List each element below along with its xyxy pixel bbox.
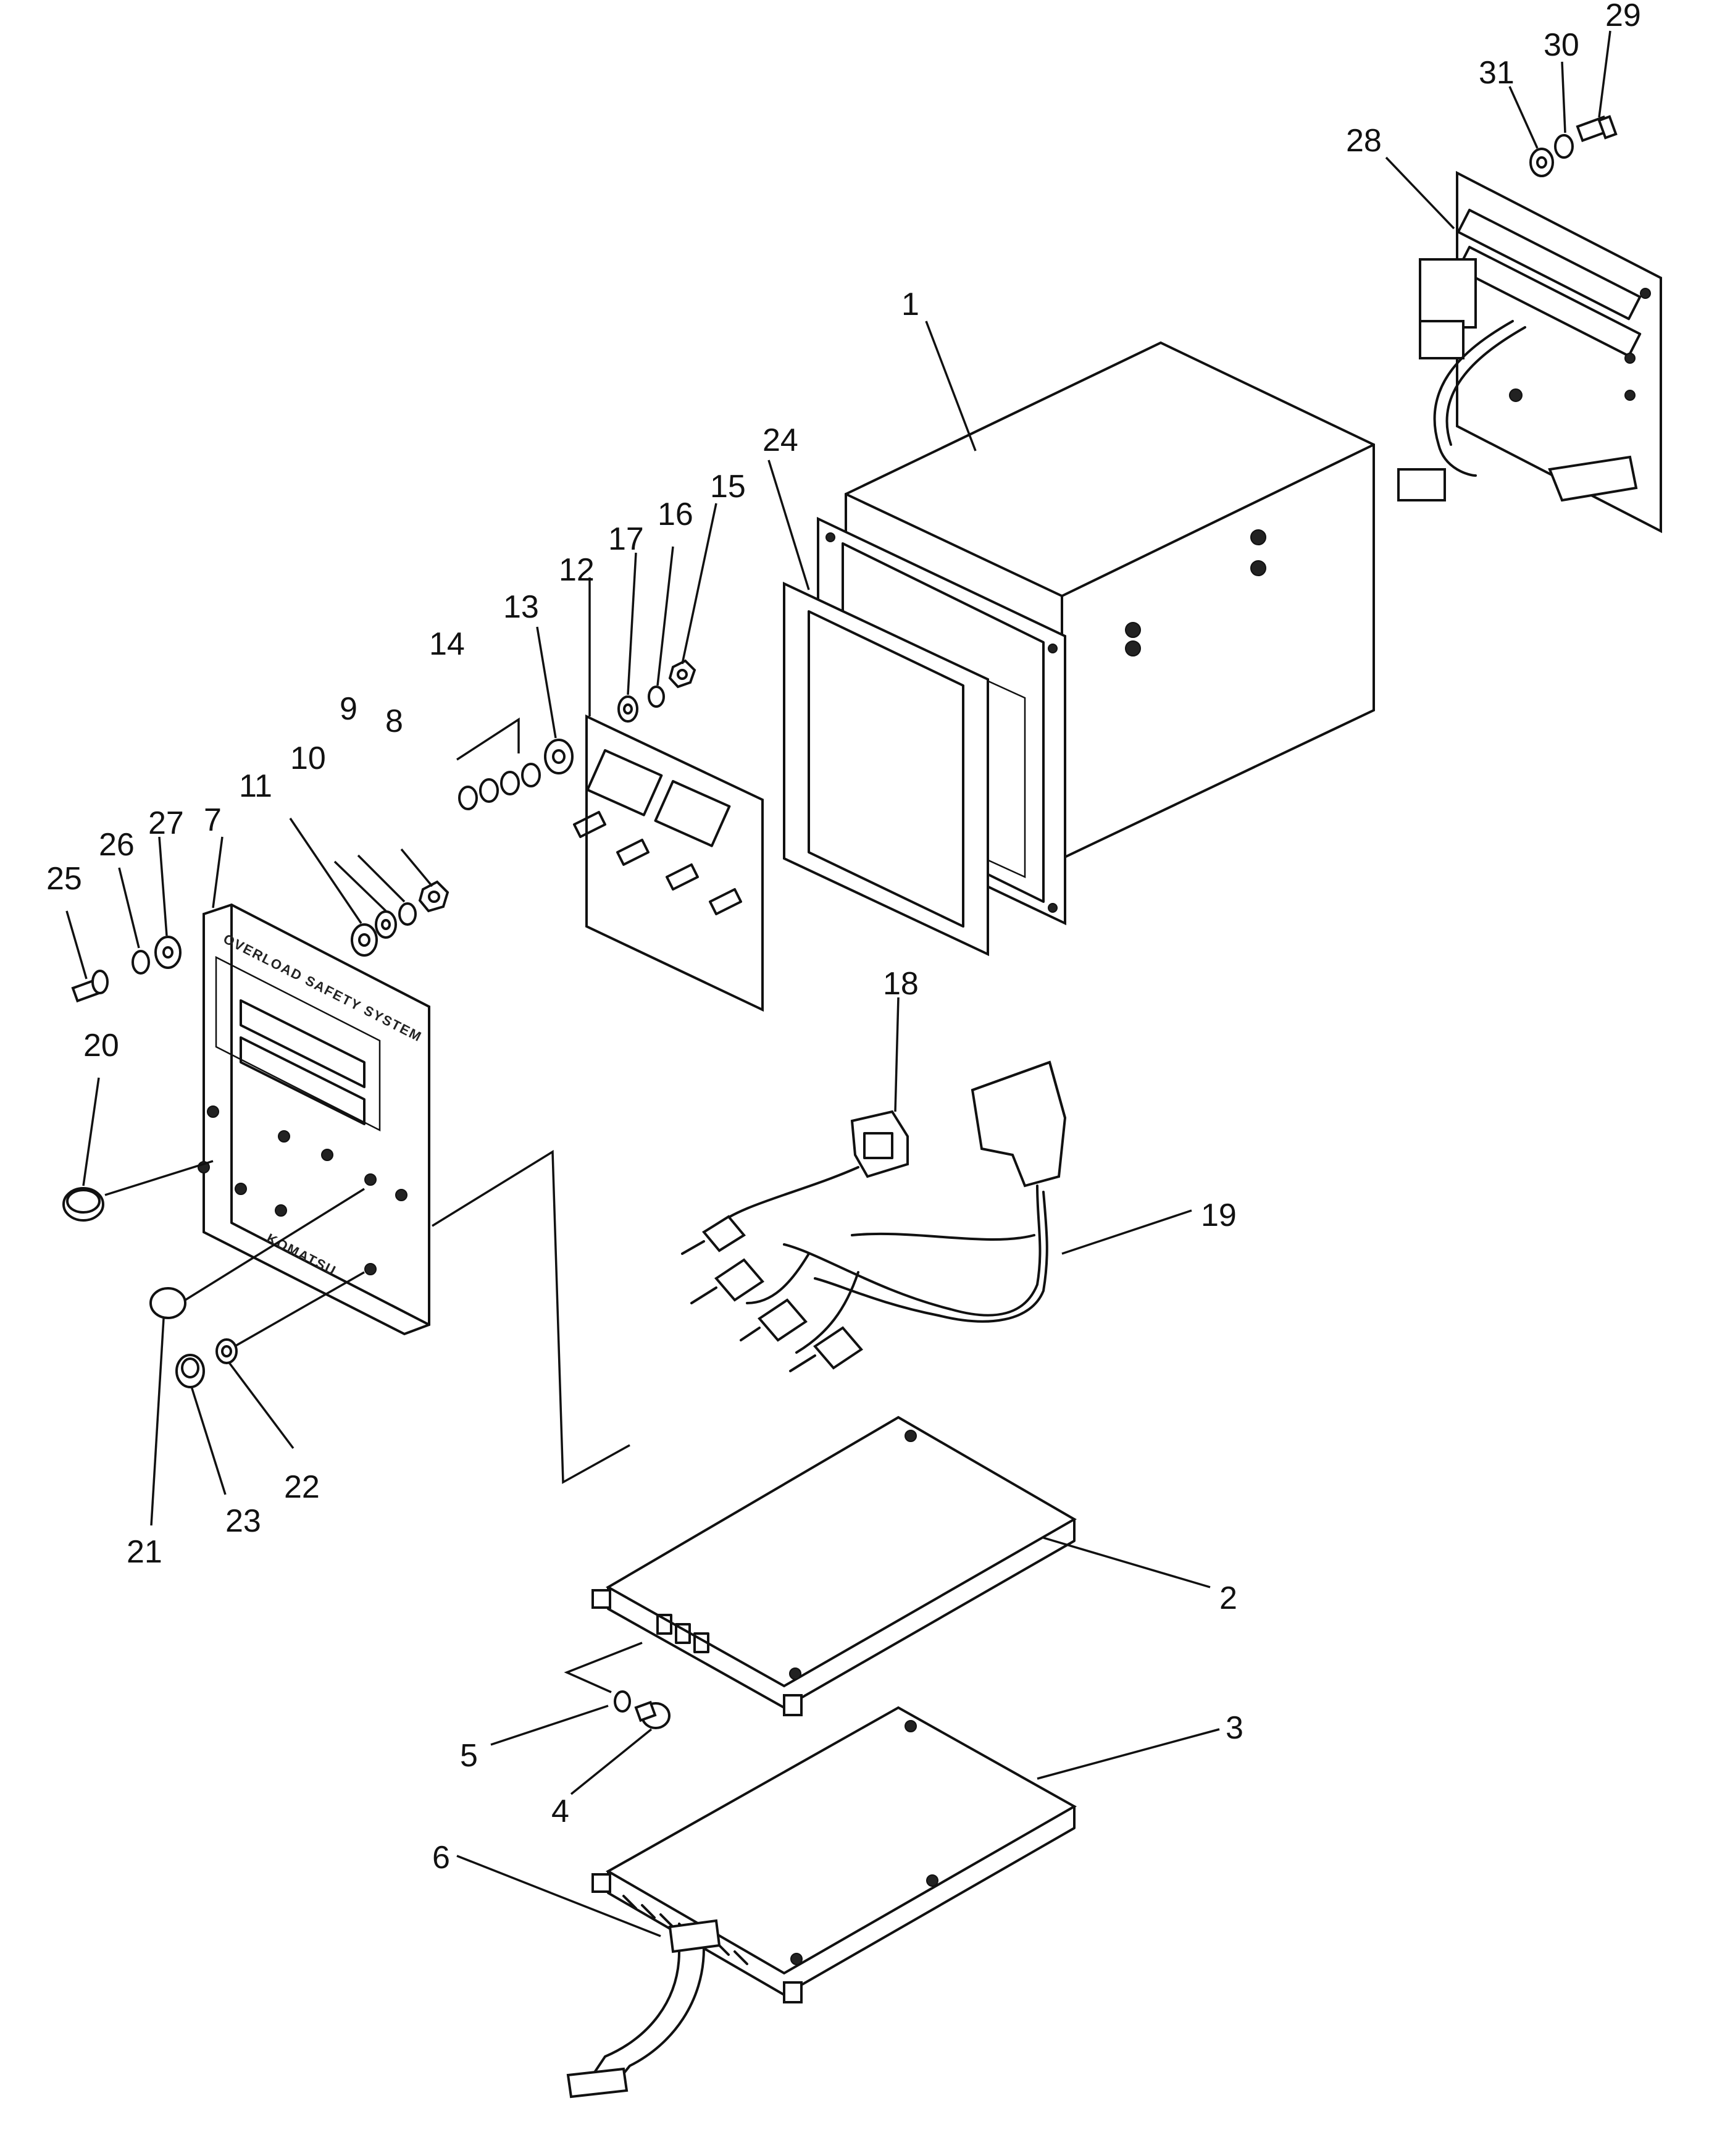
callout-4: 4 <box>551 1793 569 1829</box>
callout-5: 5 <box>460 1738 478 1774</box>
part-23-knob <box>175 1354 205 1388</box>
callout-14: 14 <box>429 626 465 662</box>
callout-7: 7 <box>204 802 222 838</box>
part-3-circuit-board <box>591 1706 1077 2003</box>
part-6-ribbon-cable <box>566 1919 721 2099</box>
callout-2: 2 <box>1219 1580 1237 1616</box>
part-4-5-bracket-line <box>564 1642 643 1693</box>
callout-16: 16 <box>658 497 693 532</box>
part-5-spring-washer <box>614 1690 631 1713</box>
part-21-cap <box>149 1287 186 1319</box>
callout-29: 29 <box>1605 0 1641 33</box>
part-4-screw <box>634 1700 671 1729</box>
part-10-washer <box>375 910 397 939</box>
harness-switch-b <box>690 1258 764 1304</box>
part-18-connector <box>850 1110 909 1178</box>
callout-9: 9 <box>340 691 357 727</box>
part-27-washer <box>154 936 182 969</box>
callout-22: 22 <box>284 1469 320 1505</box>
part-15-nut <box>668 659 696 689</box>
part-13-spacer <box>544 739 574 774</box>
part-17-washer <box>617 695 638 723</box>
harness-switch-c <box>740 1298 808 1342</box>
callout-27: 27 <box>148 805 184 841</box>
part-11-washer <box>351 923 378 957</box>
part-25-screw <box>71 970 109 1003</box>
callout-26: 26 <box>99 827 135 863</box>
part-31-washer <box>1529 148 1554 177</box>
part-16-spring-washer <box>648 686 665 708</box>
callout-13: 13 <box>503 589 539 625</box>
panel-board-link-line <box>432 1149 630 1484</box>
callout-1: 1 <box>901 287 919 322</box>
callout-25: 25 <box>46 861 82 897</box>
callout-12: 12 <box>559 552 595 588</box>
part-14-washer-set <box>456 717 541 810</box>
harness-switch-a <box>681 1215 746 1255</box>
callout-8: 8 <box>385 703 403 739</box>
callout-18: 18 <box>883 966 919 1002</box>
harness-switch-d <box>789 1326 863 1372</box>
part-24-gasket <box>783 581 989 957</box>
callout-21: 21 <box>127 1534 162 1570</box>
callout-31: 31 <box>1479 55 1515 91</box>
part-30-spring-washer <box>1554 134 1574 159</box>
callout-19: 19 <box>1201 1198 1237 1233</box>
callout-3: 3 <box>1226 1710 1243 1746</box>
part-26-spring-washer <box>132 950 150 975</box>
callout-17: 17 <box>608 521 644 557</box>
leader-lines <box>65 30 1611 1937</box>
part-29-bolt <box>1576 115 1618 143</box>
callout-28: 28 <box>1346 123 1382 159</box>
callout-11: 11 <box>239 768 272 804</box>
callout-30: 30 <box>1544 27 1579 63</box>
part-9-spring-washer <box>398 902 417 926</box>
part-28-rear-plate <box>1397 170 1662 534</box>
part-22-nut <box>215 1338 238 1364</box>
part-7-front-panel: OVERLOAD SAFETY SYSTEM KOMATSU <box>198 903 430 1336</box>
callout-24: 24 <box>763 422 798 458</box>
part-19-harness <box>681 1060 1067 1372</box>
part-8-nut <box>418 880 449 913</box>
callout-23: 23 <box>225 1503 261 1539</box>
part-20-cap <box>62 1187 104 1222</box>
callout-20: 20 <box>83 1028 119 1063</box>
part-2-circuit-board <box>591 1416 1077 1716</box>
callout-labels: 1 2 3 4 5 6 7 8 9 10 11 12 13 14 15 16 1… <box>46 0 1641 1876</box>
part-12-switch-panel <box>573 714 764 1012</box>
callout-10: 10 <box>290 740 326 776</box>
callout-6: 6 <box>432 1840 450 1876</box>
callout-15: 15 <box>710 469 746 505</box>
